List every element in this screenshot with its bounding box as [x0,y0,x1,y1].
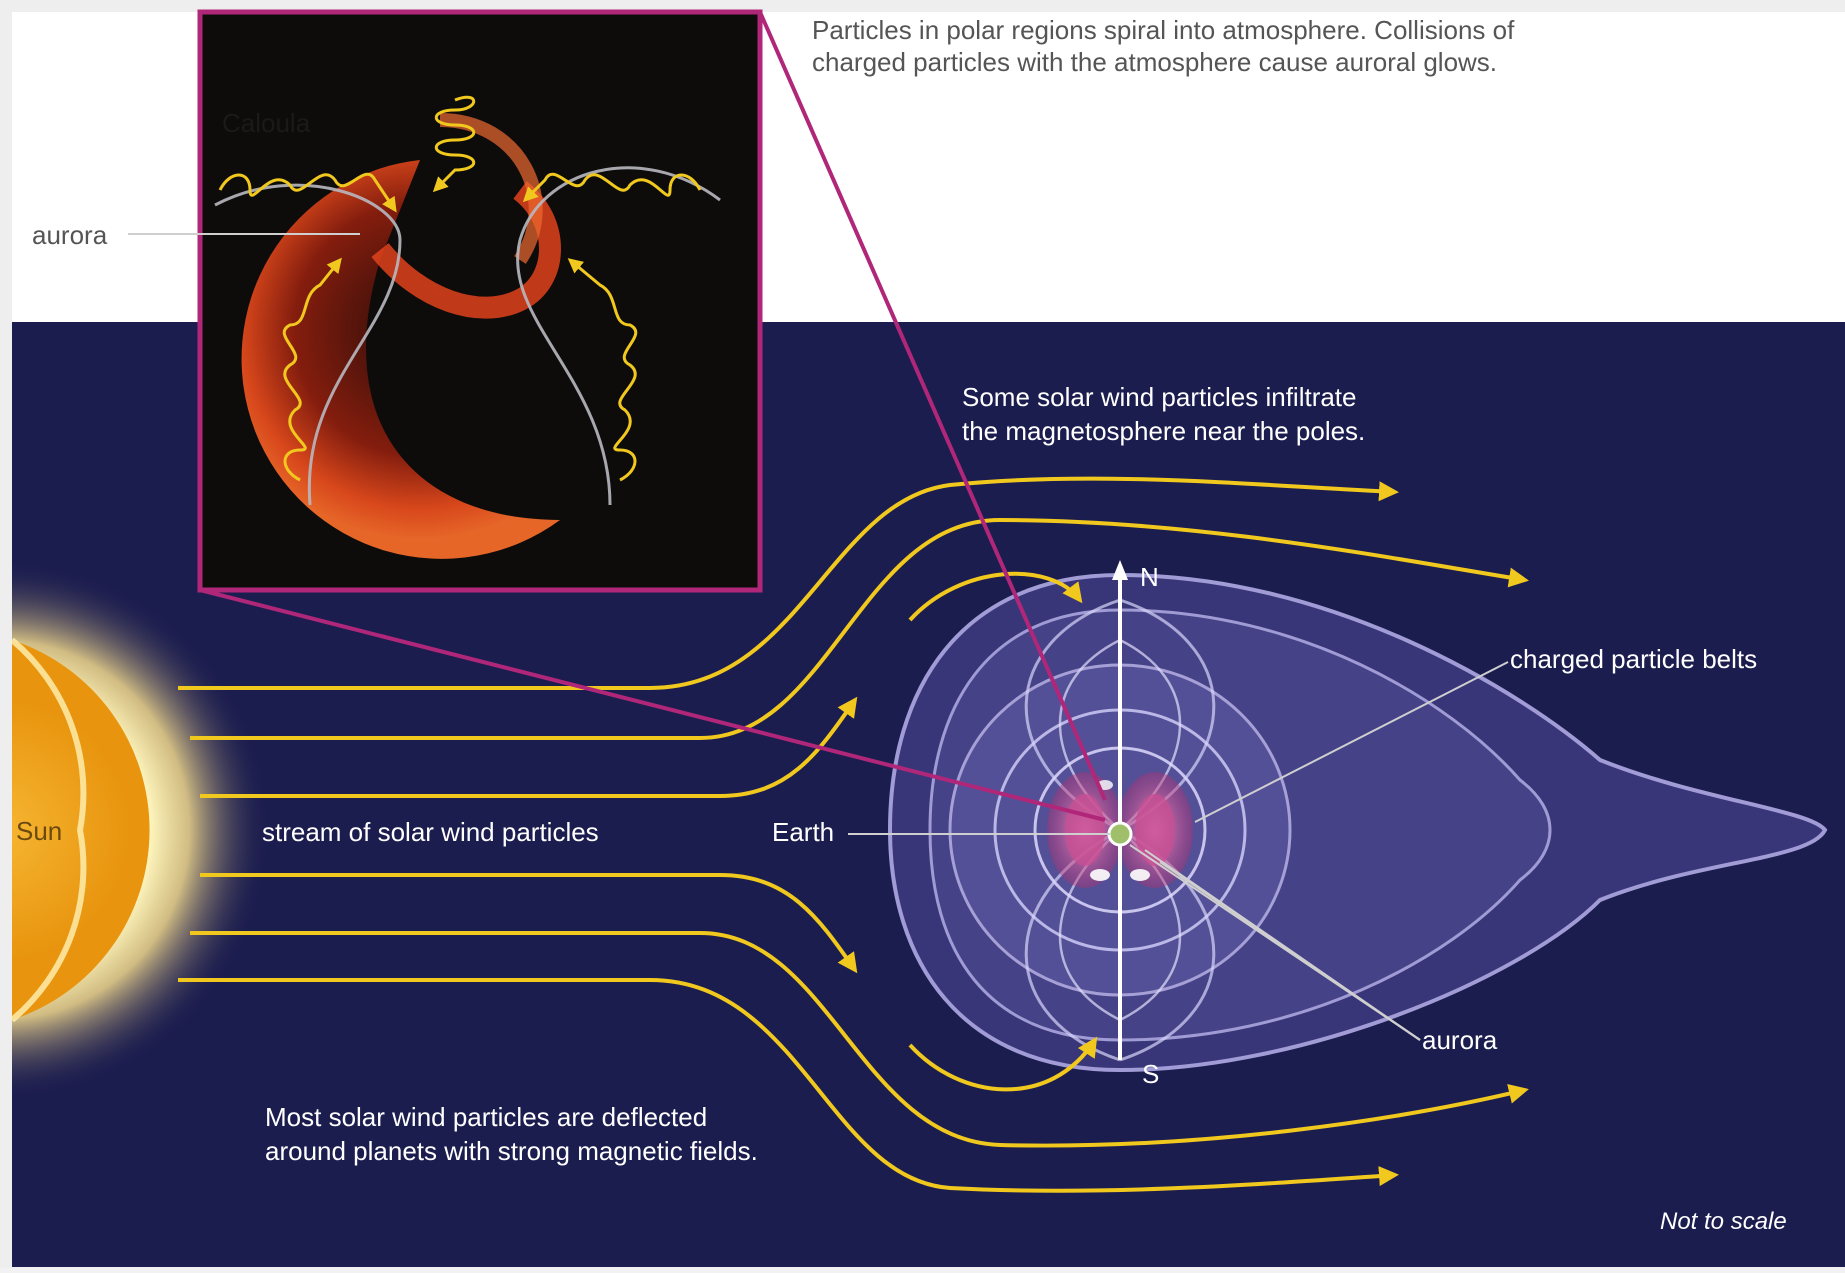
deflect-note: Most solar wind particles are deflected … [265,1100,758,1168]
infiltrate-note-line-2: the magnetosphere near the poles. [962,414,1365,448]
aurora-inset [200,12,760,590]
south-label: S [1142,1057,1159,1091]
aurora-label: aurora [1422,1023,1497,1057]
stream-label: stream of solar wind particles [262,815,599,849]
infiltrate-note-line-1: Some solar wind particles infiltrate [962,380,1365,414]
deflect-note-line-1: Most solar wind particles are deflected [265,1100,758,1134]
earth [1109,823,1131,845]
caption-top-line-1: Particles in polar regions spiral into a… [812,14,1514,46]
scale-note: Not to scale [1660,1205,1787,1239]
aurora-spot [1130,869,1150,881]
deflect-note-line-2: around planets with strong magnetic fiel… [265,1134,758,1168]
infiltrate-note: Some solar wind particles infiltrate the… [962,380,1365,448]
caption-top-line-2: charged particles with the atmosphere ca… [812,46,1514,78]
earth-label: Earth [772,815,834,849]
inset-faint-label: Caloula [222,106,310,140]
aurora-spot [1090,869,1110,881]
sun-label: Sun [16,814,62,848]
caption-top: Particles in polar regions spiral into a… [812,14,1514,78]
north-label: N [1140,560,1159,594]
belts-label: charged particle belts [1510,642,1757,676]
inset-aurora-label: aurora [32,218,107,252]
